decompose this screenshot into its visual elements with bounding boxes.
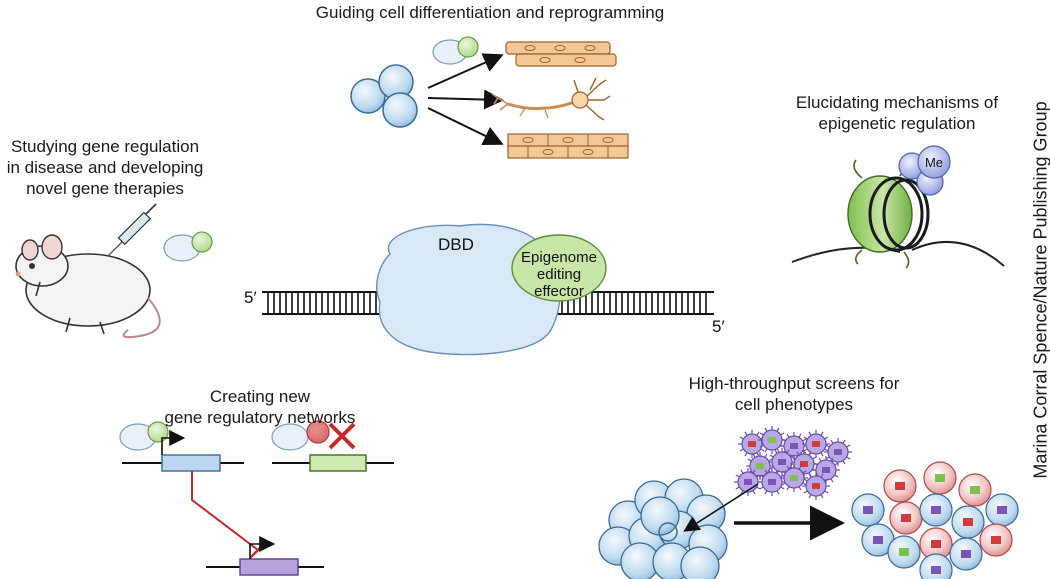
phenotype-cell-blue	[985, 493, 1019, 527]
central-schematic	[262, 223, 714, 356]
mouse-illustration	[15, 234, 161, 339]
neuron-cell	[491, 77, 611, 121]
phenotype-cell-red	[958, 473, 992, 507]
muscle-cells	[505, 41, 617, 67]
phenotype-cell-blue	[851, 493, 885, 527]
arrow-to-neuron	[427, 89, 504, 110]
virus-particle	[780, 464, 808, 492]
virus-particle	[812, 456, 840, 484]
mechanisms-panel	[791, 145, 1005, 269]
phenotype-cell-red	[923, 461, 957, 495]
gene-block-green	[309, 454, 367, 472]
phenotype-cell-blue	[887, 535, 921, 569]
gene-block-purple	[239, 558, 299, 576]
phenotype-cell-blue	[919, 493, 953, 527]
cell-clump	[598, 478, 728, 579]
networks-title: Creating new gene regulatory networks	[164, 387, 356, 427]
phenotype-cell-blue	[919, 553, 953, 579]
nucleosome-illustration	[847, 159, 930, 269]
arrow-to-muscle	[427, 53, 504, 89]
stem-cell-cluster	[350, 64, 418, 128]
dna-5prime-right: 5′	[712, 317, 725, 336]
effector-label-line-3: effector	[534, 283, 584, 300]
effector-protein-left	[163, 231, 213, 262]
effector-protein-small	[432, 36, 479, 65]
virus-particle	[738, 430, 766, 458]
virus-particle	[802, 472, 830, 500]
screens-panel	[598, 426, 1019, 579]
gene-block-blue	[161, 454, 221, 472]
differentiation-panel	[350, 36, 629, 159]
phenotype-cells	[851, 461, 1019, 579]
image-credit: Marina Corral Spence/Nature Publishing G…	[1030, 101, 1050, 479]
dna-5prime-left: 5′	[244, 288, 257, 307]
syringe-icon	[107, 203, 157, 257]
phenotype-cell-blue	[951, 505, 985, 539]
phenotype-cell-red	[979, 523, 1013, 557]
differentiation-title: Guiding cell differentiation and reprogr…	[315, 3, 665, 22]
transduction-arrow	[683, 483, 759, 532]
networks-panel	[119, 420, 394, 576]
phenotype-cell-red	[889, 501, 923, 535]
virus-particle	[758, 426, 786, 454]
mechanisms-title: Elucidating mechanisms of epigenetic reg…	[795, 93, 999, 133]
screens-title: High-throughput screens for cell phenoty…	[688, 374, 900, 414]
viral-library-cluster	[734, 426, 852, 500]
infected-nucleus	[658, 522, 678, 542]
dbd-label: DBD	[438, 235, 474, 254]
clump-cell	[680, 546, 720, 579]
promoter-arrow-1	[161, 430, 186, 455]
disease-panel	[15, 203, 213, 339]
effector-label-line-2: editing	[537, 266, 581, 283]
methyl-label: Me	[925, 155, 943, 170]
tissue-cells	[507, 133, 629, 159]
effector-label-line-1: Epigenome	[521, 249, 597, 266]
phenotype-cell-red	[883, 469, 917, 503]
methyl-group-cluster	[898, 145, 951, 196]
promoter-arrow-2	[249, 536, 276, 559]
virus-particle	[802, 430, 830, 458]
arrow-to-tissue	[427, 107, 504, 145]
phenotype-cell-blue	[949, 537, 983, 571]
repression-line	[191, 471, 259, 551]
disease-title: Studying gene regulation in disease and …	[6, 137, 204, 198]
repress-x-icon	[328, 422, 356, 450]
epigenome-editing-effector	[511, 234, 607, 302]
